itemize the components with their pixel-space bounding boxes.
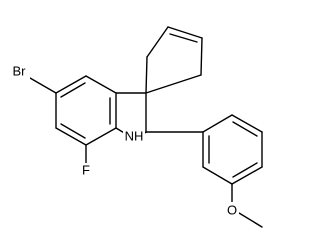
bond [29, 77, 57, 94]
bond [85, 127, 117, 146]
bond [200, 37, 203, 76]
bond [202, 114, 233, 133]
molecule-structure: Br F NH O [8, 26, 263, 228]
label-background [80, 163, 92, 179]
fluorine-label: F [82, 162, 90, 177]
label-background [123, 129, 145, 145]
label-background [8, 63, 30, 79]
bond [231, 166, 263, 185]
bond [60, 82, 86, 98]
bond [55, 75, 87, 94]
bond [202, 166, 233, 185]
bond [232, 121, 258, 137]
bond [167, 26, 203, 39]
bond [55, 127, 87, 146]
bond [238, 212, 263, 228]
atom-label-layer: Br F NH O [8, 63, 239, 218]
bond-layer [29, 26, 263, 228]
bond [169, 33, 198, 43]
oxygen-label: O [227, 202, 237, 217]
bond [146, 26, 169, 58]
bond [60, 123, 86, 139]
bromine-label: Br [13, 63, 27, 78]
amine-label: NH [125, 128, 144, 143]
label-background [226, 202, 239, 218]
bond [145, 56, 148, 94]
bond [145, 74, 202, 94]
bond [232, 162, 258, 178]
bond [231, 114, 263, 133]
bond [85, 75, 117, 94]
